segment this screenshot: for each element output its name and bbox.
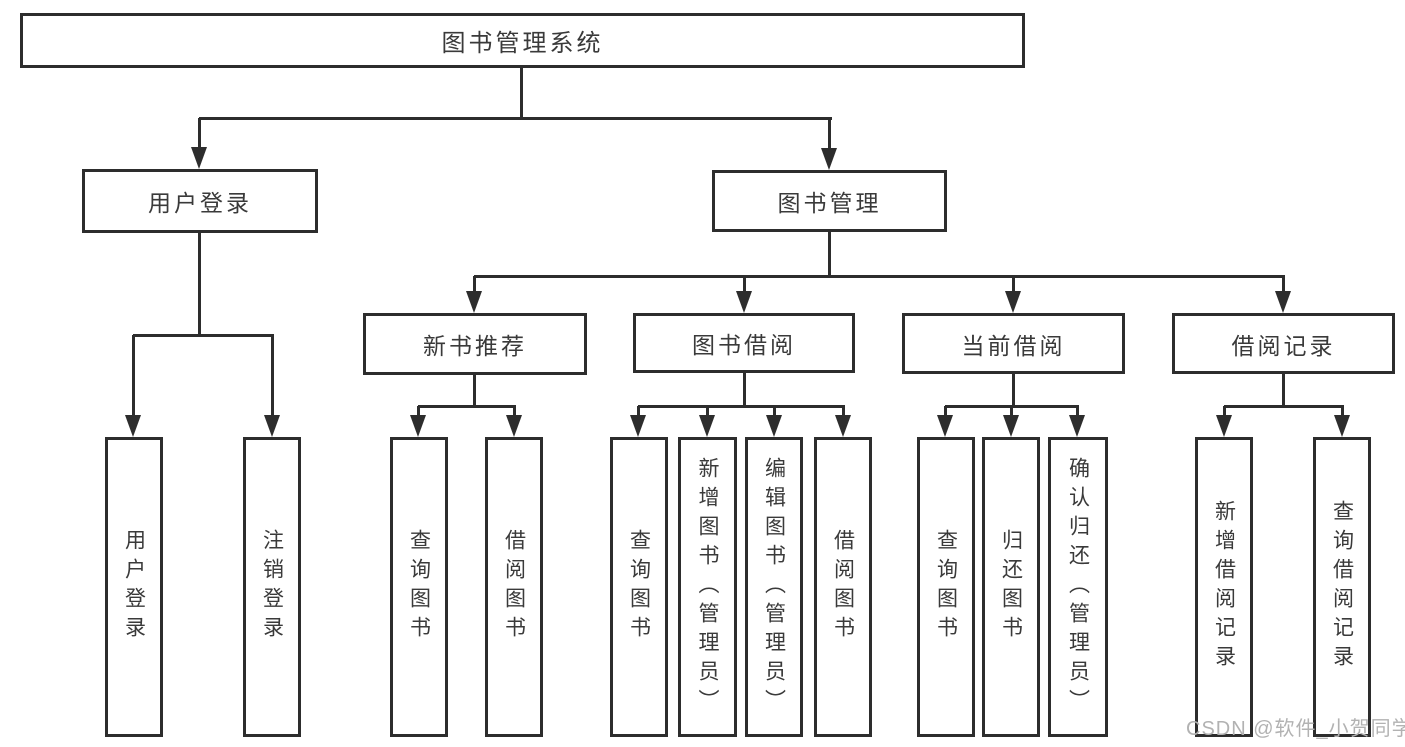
- arrow-down-icon: [410, 415, 426, 437]
- arrow-down-icon: [736, 291, 752, 313]
- connector-line: [198, 118, 201, 152]
- leaf-confirm-return-admin: 确认归还（管理员）: [1048, 437, 1108, 737]
- arrow-down-icon: [630, 415, 646, 437]
- connector-line: [199, 117, 832, 120]
- connector-line: [828, 232, 831, 276]
- arrow-down-icon: [125, 415, 141, 437]
- connector-line: [1012, 374, 1015, 406]
- arrow-down-icon: [766, 415, 782, 437]
- node-borrow-records: 借阅记录: [1172, 313, 1395, 374]
- connector-line: [1012, 276, 1015, 294]
- connector-line: [133, 334, 274, 337]
- leaf-query-borrow-record: 查询借阅记录: [1313, 437, 1371, 737]
- node-current-borrow: 当前借阅: [902, 313, 1125, 374]
- node-label: 图书管理: [777, 190, 882, 216]
- connector-line: [638, 405, 845, 408]
- connector-line: [473, 276, 476, 294]
- node-label: 新增借阅记录: [1212, 500, 1236, 674]
- connector-line: [132, 335, 135, 417]
- node-label: 确认归还（管理员）: [1066, 456, 1090, 718]
- connector-line: [473, 373, 476, 406]
- node-label: 归还图书: [999, 529, 1023, 645]
- connector-line: [520, 66, 523, 118]
- arrow-down-icon: [1334, 415, 1350, 437]
- connector-line: [1076, 406, 1079, 418]
- node-label: 新书推荐: [423, 333, 527, 359]
- node-book-borrow: 图书借阅: [633, 313, 855, 373]
- arrow-down-icon: [466, 291, 482, 313]
- arrow-down-icon: [821, 148, 837, 170]
- node-label: 当前借阅: [961, 332, 1066, 359]
- arrow-down-icon: [1003, 415, 1019, 437]
- arrow-down-icon: [1069, 415, 1085, 437]
- arrow-down-icon: [937, 415, 953, 437]
- arrow-down-icon: [264, 415, 280, 437]
- node-label: 注销登录: [260, 529, 284, 645]
- connector-line: [828, 118, 831, 152]
- connector-line: [271, 335, 274, 417]
- connector-line: [637, 406, 640, 418]
- connector-line: [773, 406, 776, 418]
- node-label: 查询图书: [627, 529, 651, 645]
- leaf-edit-book-admin: 编辑图书（管理员）: [745, 437, 803, 737]
- connector-line: [513, 406, 516, 418]
- leaf-return-book: 归还图书: [982, 437, 1040, 737]
- leaf-query-books-borrow: 查询图书: [610, 437, 668, 737]
- connector-line: [1282, 276, 1285, 294]
- connector-line: [1223, 406, 1226, 418]
- connector-line: [417, 406, 420, 418]
- node-book-management: 图书管理: [712, 170, 947, 232]
- leaf-query-books-recommend: 查询图书: [390, 437, 448, 737]
- connector-line: [1341, 406, 1344, 418]
- arrow-down-icon: [191, 147, 207, 169]
- connector-line: [706, 406, 709, 418]
- node-label: 查询借阅记录: [1330, 500, 1354, 674]
- watermark-text: CSDN @软件_小贺同学: [1186, 718, 1405, 740]
- node-new-book-recommend: 新书推荐: [363, 313, 587, 375]
- leaf-logout: 注销登录: [243, 437, 301, 737]
- connector-line: [1224, 405, 1344, 408]
- node-label: 图书管理系统: [441, 30, 604, 57]
- leaf-borrow-books: 借阅图书: [814, 437, 872, 737]
- arrow-down-icon: [835, 415, 851, 437]
- node-label: 编辑图书（管理员）: [762, 456, 786, 718]
- connector-line: [418, 405, 516, 408]
- arrow-down-icon: [1275, 291, 1291, 313]
- connector-line: [743, 372, 746, 406]
- connector-line: [1282, 374, 1285, 406]
- connector-line: [1010, 406, 1013, 418]
- node-label: 查询图书: [407, 529, 431, 645]
- arrow-down-icon: [506, 415, 522, 437]
- arrow-down-icon: [699, 415, 715, 437]
- leaf-user-login: 用户登录: [105, 437, 163, 737]
- node-label: 用户登录: [148, 190, 252, 216]
- node-user-login: 用户登录: [82, 169, 318, 233]
- node-label: 借阅图书: [502, 529, 526, 645]
- connector-line: [944, 406, 947, 418]
- leaf-add-book-admin: 新增图书（管理员）: [678, 437, 737, 737]
- connector-line: [842, 406, 845, 418]
- node-label: 用户登录: [122, 529, 146, 645]
- arrow-down-icon: [1216, 415, 1232, 437]
- connector-line: [743, 276, 746, 294]
- leaf-borrow-books-recommend: 借阅图书: [485, 437, 543, 737]
- node-label: 借阅记录: [1231, 332, 1336, 359]
- node-library-management-system: 图书管理系统: [20, 13, 1025, 68]
- node-label: 新增图书（管理员）: [696, 456, 719, 718]
- node-label: 图书借阅: [692, 332, 796, 358]
- arrow-down-icon: [1005, 291, 1021, 313]
- node-label: 借阅图书: [831, 529, 855, 645]
- connector-line: [198, 233, 201, 335]
- leaf-add-borrow-record: 新增借阅记录: [1195, 437, 1253, 737]
- node-label: 查询图书: [934, 529, 958, 645]
- leaf-query-books-current: 查询图书: [917, 437, 975, 737]
- connector-line: [474, 275, 1285, 278]
